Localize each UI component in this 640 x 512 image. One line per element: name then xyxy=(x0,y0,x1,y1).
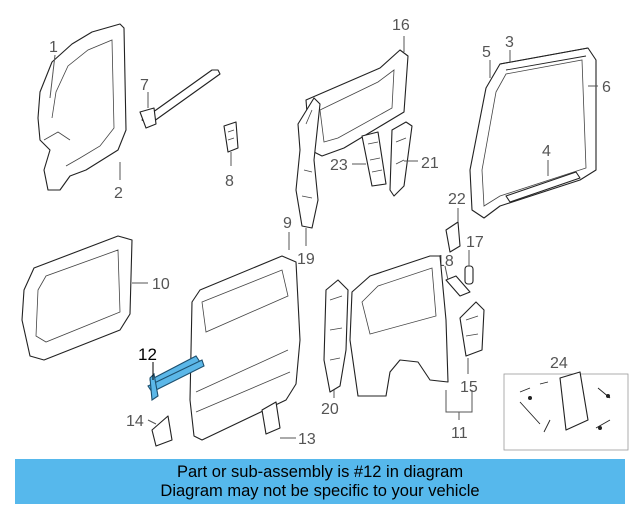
callout-19: 19 xyxy=(297,251,315,268)
callout-17: 17 xyxy=(466,234,484,251)
callout-12: 12 xyxy=(138,345,157,364)
callout-8: 8 xyxy=(225,173,234,190)
part-12-lower-rail-highlighted xyxy=(147,355,205,401)
part-18-hinge xyxy=(445,275,471,297)
callout-10: 10 xyxy=(152,276,170,293)
callout-1: 1 xyxy=(49,39,58,56)
part-14-bracket xyxy=(151,415,173,447)
callout-5: 5 xyxy=(482,44,491,61)
part-10-window-panel xyxy=(21,235,133,361)
info-banner: Part or sub-assembly is #12 in diagram D… xyxy=(15,459,625,504)
part-7-strip xyxy=(139,69,221,129)
callout-4: 4 xyxy=(542,143,551,160)
part-1-front-pillar xyxy=(37,23,127,191)
part-15-bracket xyxy=(459,301,485,357)
part-22-bracket xyxy=(445,221,461,253)
part-8-bracket xyxy=(223,121,239,153)
part-21-reinforcement xyxy=(389,121,413,197)
banner-line-1: Part or sub-assembly is #12 in diagram xyxy=(176,462,464,481)
callout-22: 22 xyxy=(448,191,466,208)
callout-13: 13 xyxy=(298,431,316,448)
part-23-reinforcement xyxy=(361,131,387,187)
banner-line-2: Diagram may not be specific to your vehi… xyxy=(160,481,480,500)
callout-11: 11 xyxy=(451,425,468,442)
part-17-clip xyxy=(464,265,474,285)
callout-21: 21 xyxy=(421,155,439,172)
callout-20: 20 xyxy=(321,401,339,418)
callout-6: 6 xyxy=(602,79,611,96)
callout-14: 14 xyxy=(126,413,144,430)
callout-16: 16 xyxy=(392,17,410,34)
part-19-pillar xyxy=(295,97,321,229)
parts-diagram: 1 2 7 8 16 19 23 21 xyxy=(21,17,629,451)
callout-3: 3 xyxy=(505,34,514,51)
part-13-bracket xyxy=(261,401,281,435)
part-24-inset xyxy=(503,371,629,451)
callout-23: 23 xyxy=(330,157,348,174)
callout-24: 24 xyxy=(550,355,568,372)
part-20-pillar xyxy=(323,279,349,393)
callout-2: 2 xyxy=(114,185,123,202)
callout-15: 15 xyxy=(460,379,478,396)
part-11-side-panel xyxy=(349,255,449,397)
part-4-rail xyxy=(505,171,581,203)
part-9-sliding-door xyxy=(189,255,301,441)
callout-9: 9 xyxy=(283,215,292,232)
callout-7: 7 xyxy=(140,77,149,94)
